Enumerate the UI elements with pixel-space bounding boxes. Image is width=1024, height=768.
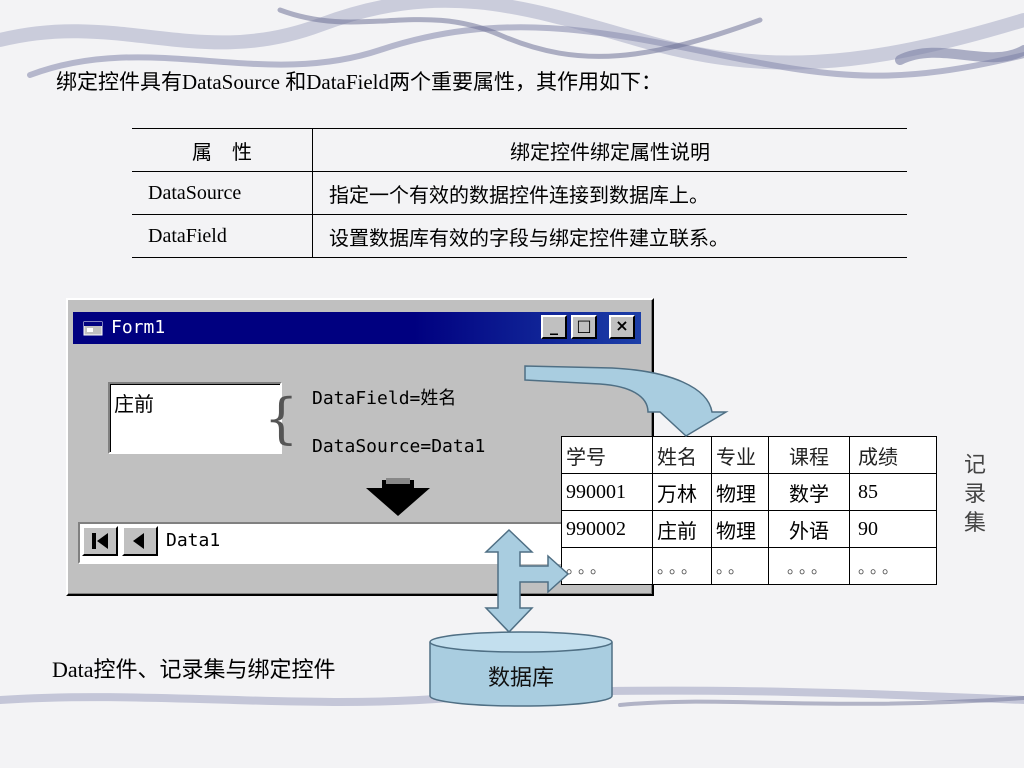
table-cell: 物理 — [711, 510, 769, 548]
table-row: DataField 设置数据库有效的字段与绑定控件建立联系。 — [132, 214, 907, 258]
form-app-icon — [83, 321, 103, 336]
table-cell: 90 — [849, 510, 937, 548]
datafield-label: DataField=姓名 — [312, 388, 457, 409]
close-button[interactable]: × — [609, 315, 635, 339]
table-cell: 。。。 — [561, 547, 653, 585]
data-control[interactable]: Data1 — [78, 522, 564, 564]
header-cell: 成绩 — [849, 436, 937, 474]
move-first-button[interactable] — [82, 526, 118, 556]
property-description: 指定一个有效的数据控件连接到数据库上。 — [312, 171, 907, 215]
table-row: 990002 庄前 物理 外语 90 — [561, 510, 937, 548]
diagram-caption: Data控件、记录集与绑定控件 — [52, 657, 336, 682]
form-title: Form1 — [111, 317, 166, 338]
data-control-caption: Data1 — [166, 530, 221, 551]
first-record-icon — [92, 533, 108, 549]
textbox-value: 庄前 — [114, 392, 154, 416]
table-cell: 数学 — [768, 473, 850, 511]
header-cell: 课程 — [768, 436, 850, 474]
table-cell: 。。 — [711, 547, 769, 585]
down-arrow-icon — [366, 478, 430, 516]
database-cylinder-icon — [429, 631, 613, 707]
header-cell: 学号 — [561, 436, 653, 474]
header-cell: 属 性 — [132, 128, 313, 172]
maximize-button[interactable]: □ — [571, 315, 597, 339]
move-previous-button[interactable] — [122, 526, 158, 556]
minimize-button[interactable]: _ — [541, 315, 567, 339]
header-cell: 绑定控件绑定属性说明 — [312, 128, 907, 172]
table-row: DataSource 指定一个有效的数据控件连接到数据库上。 — [132, 171, 907, 215]
recordset-label: 记录集 — [964, 452, 987, 535]
header-cell: 专业 — [711, 436, 769, 474]
table-cell: 990002 — [561, 510, 653, 548]
brace-icon: { — [264, 387, 299, 450]
bound-textbox[interactable]: 庄前 — [108, 382, 282, 454]
recordset-table: 学号 姓名 专业 课程 成绩 990001 万林 物理 数学 85 990002… — [561, 436, 937, 585]
table-cell: 庄前 — [652, 510, 712, 548]
table-row: 。。。 。。。 。。 。。。 。。。 — [561, 547, 937, 585]
table-cell: 物理 — [711, 473, 769, 511]
header-cell: 姓名 — [652, 436, 712, 474]
previous-record-icon — [133, 533, 144, 549]
table-header-row: 属 性 绑定控件绑定属性说明 — [132, 128, 907, 172]
datasource-label: DataSource=Data1 — [312, 436, 486, 457]
form-titlebar[interactable]: Form1 _ □ × — [73, 312, 641, 344]
table-cell: 。。。 — [768, 547, 850, 585]
table-cell: 外语 — [768, 510, 850, 548]
slide-heading: 绑定控件具有DataSource 和DataField两个重要属性，其作用如下： — [56, 70, 663, 94]
property-name: DataField — [132, 214, 313, 258]
table-cell: 。。。 — [849, 547, 937, 585]
table-cell: 万林 — [652, 473, 712, 511]
property-description: 设置数据库有效的字段与绑定控件建立联系。 — [312, 214, 907, 258]
table-cell: 。。。 — [652, 547, 712, 585]
database-label: 数据库 — [487, 665, 554, 690]
properties-table: 属 性 绑定控件绑定属性说明 DataSource 指定一个有效的数据控件连接到… — [132, 128, 907, 258]
table-cell: 85 — [849, 473, 937, 511]
table-row: 990001 万林 物理 数学 85 — [561, 473, 937, 511]
table-cell: 990001 — [561, 473, 653, 511]
recordset-header-row: 学号 姓名 专业 课程 成绩 — [561, 436, 937, 474]
property-name: DataSource — [132, 171, 313, 215]
